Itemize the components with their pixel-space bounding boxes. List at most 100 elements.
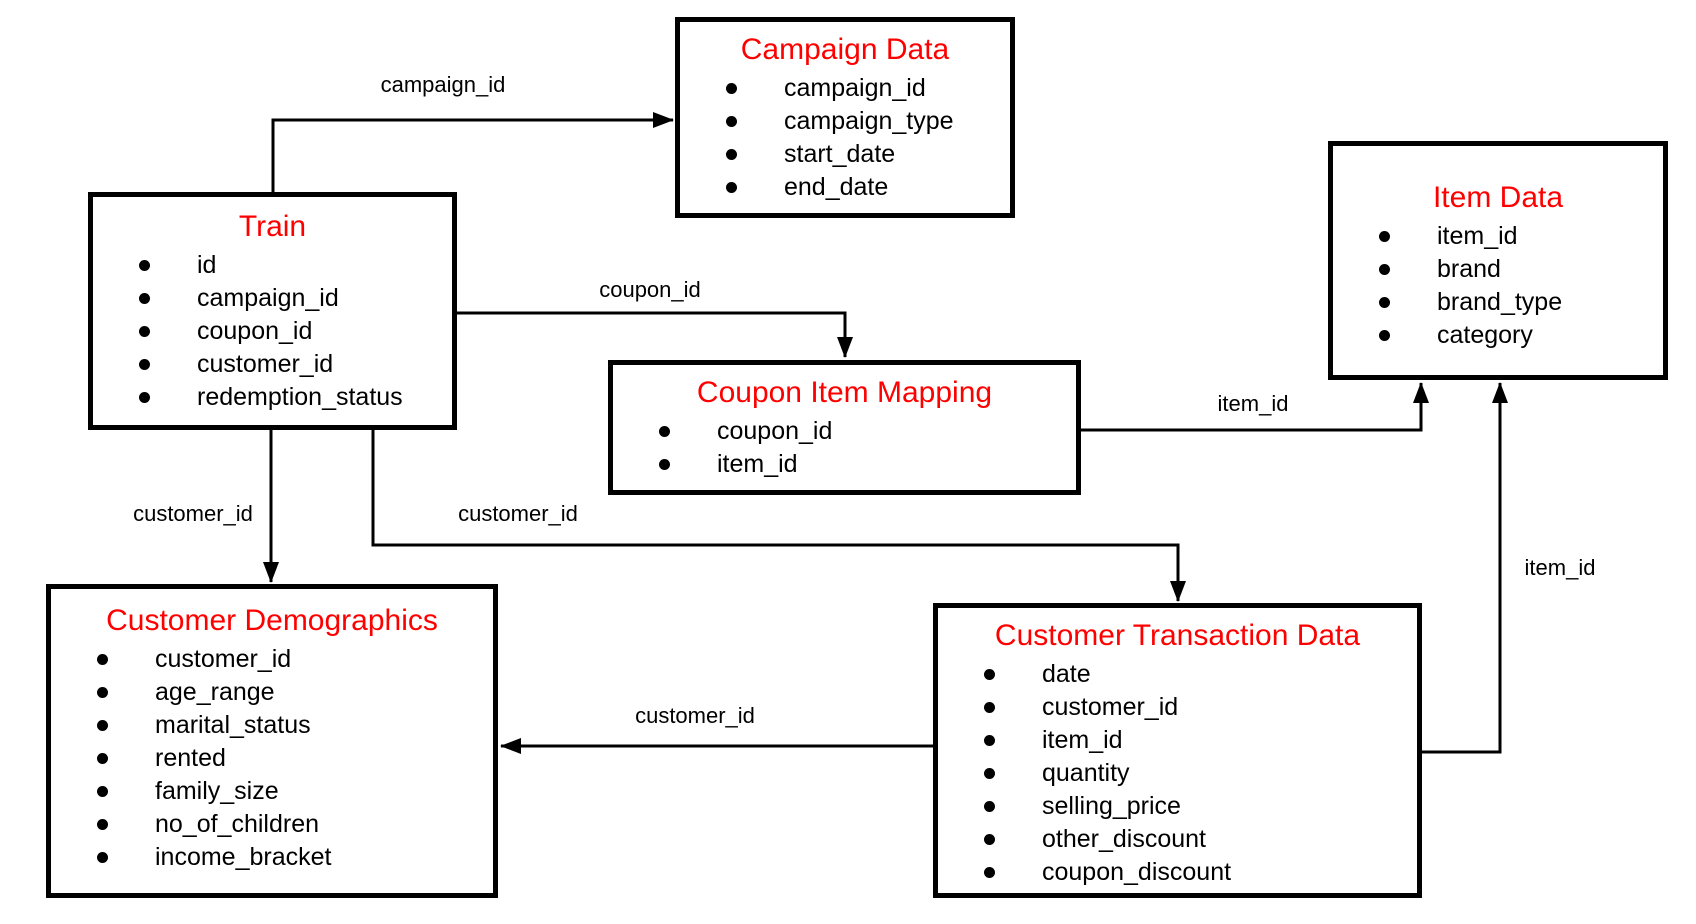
field-item: rented: [51, 742, 493, 775]
field-list-customer-demographics: customer_id age_range marital_status ren…: [51, 643, 493, 874]
connector-customer-transaction-item-data: [1422, 382, 1508, 754]
table-customer-transaction-data: Customer Transaction Data date customer_…: [933, 603, 1422, 898]
field-name: income_bracket: [155, 843, 332, 871]
field-item: selling_price: [938, 790, 1417, 823]
field-item: family_size: [51, 775, 493, 808]
edge-label-customer-id-transaction: customer_id: [458, 501, 578, 526]
field-list-customer-transaction-data: date customer_id item_id quantity: [938, 658, 1417, 889]
bullet-icon: [97, 852, 108, 863]
field-item: end_date: [680, 171, 1010, 204]
edge-label-item-id-mapping: item_id: [1217, 391, 1289, 416]
field-name: coupon_id: [717, 417, 833, 445]
table-title-customer-demographics: Customer Demographics: [106, 604, 438, 637]
field-name: rented: [155, 744, 226, 772]
field-name: end_date: [784, 173, 889, 201]
field-name: redemption_status: [197, 383, 403, 411]
field-name: customer_id: [1042, 693, 1179, 721]
field-name: start_date: [784, 140, 896, 168]
edge-label-campaign-id: campaign_id: [380, 72, 506, 97]
field-name: other_discount: [1042, 825, 1207, 853]
field-item: age_range: [51, 676, 493, 709]
field-name: coupon_id: [197, 317, 313, 345]
table-campaign-data: Campaign Data campaign_id campaign_type …: [675, 17, 1015, 218]
bullet-icon: [984, 867, 995, 878]
field-name: coupon_discount: [1042, 858, 1232, 886]
field-name: customer_id: [197, 350, 334, 378]
bullet-icon: [726, 182, 737, 193]
field-item: category: [1333, 319, 1663, 352]
field-name: category: [1437, 321, 1533, 349]
connector-train-coupon-item-mapping: [457, 311, 853, 358]
field-name: id: [197, 251, 217, 279]
field-item: no_of_children: [51, 808, 493, 841]
field-name: campaign_id: [784, 74, 926, 102]
connector-train-campaign-data: [271, 112, 674, 192]
field-item: campaign_id: [680, 72, 1010, 105]
table-title-train: Train: [238, 210, 307, 243]
field-item: quantity: [938, 757, 1417, 790]
table-customer-demographics: Customer Demographics customer_id age_ra…: [46, 584, 498, 898]
bullet-icon: [97, 786, 108, 797]
bullet-icon: [97, 720, 108, 731]
field-item: customer_id: [93, 348, 452, 381]
connector-train-customer-transaction-data: [371, 430, 1186, 602]
bullet-icon: [726, 116, 737, 127]
field-item: id: [93, 249, 452, 282]
field-name: brand: [1437, 255, 1501, 283]
table-title-customer-transaction-data: Customer Transaction Data: [994, 619, 1361, 652]
field-name: customer_id: [155, 645, 292, 673]
bullet-icon: [984, 669, 995, 680]
field-item: brand_type: [1333, 286, 1663, 319]
field-name: no_of_children: [155, 810, 320, 838]
field-item: item_id: [1333, 220, 1663, 253]
bullet-icon: [139, 293, 150, 304]
connector-coupon-item-mapping-item-data: [1081, 382, 1429, 432]
bullet-icon: [726, 149, 737, 160]
field-item: customer_id: [51, 643, 493, 676]
field-name: marital_status: [155, 711, 311, 739]
table-coupon-item-mapping: Coupon Item Mapping coupon_id item_id: [608, 360, 1081, 495]
bullet-icon: [984, 801, 995, 812]
bullet-icon: [97, 819, 108, 830]
table-item-data: Item Data item_id brand brand_type: [1328, 141, 1668, 380]
bullet-icon: [97, 687, 108, 698]
bullet-icon: [139, 326, 150, 337]
field-name: campaign_type: [784, 107, 954, 135]
field-item: income_bracket: [51, 841, 493, 874]
field-list-train: id campaign_id coupon_id customer_id: [93, 249, 452, 414]
bullet-icon: [659, 426, 670, 437]
field-item: redemption_status: [93, 381, 452, 414]
edge-label-item-id-transaction: item_id: [1524, 555, 1596, 580]
field-name: brand_type: [1437, 288, 1563, 316]
bullet-icon: [984, 702, 995, 713]
table-title-item-data: Item Data: [1432, 181, 1564, 214]
bullet-icon: [1379, 330, 1390, 341]
field-name: item_id: [717, 450, 798, 478]
bullet-icon: [139, 392, 150, 403]
field-item: coupon_id: [93, 315, 452, 348]
field-item: item_id: [938, 724, 1417, 757]
field-list-campaign-data: campaign_id campaign_type start_date end…: [680, 72, 1010, 204]
field-item: item_id: [613, 448, 1076, 481]
bullet-icon: [1379, 297, 1390, 308]
bullet-icon: [659, 459, 670, 470]
bullet-icon: [1379, 231, 1390, 242]
table-title-coupon-item-mapping: Coupon Item Mapping: [696, 376, 993, 409]
field-name: date: [1042, 660, 1091, 688]
field-item: coupon_id: [613, 415, 1076, 448]
bullet-icon: [984, 768, 995, 779]
field-name: age_range: [155, 678, 275, 706]
bullet-icon: [726, 83, 737, 94]
bullet-icon: [97, 753, 108, 764]
bullet-icon: [97, 654, 108, 665]
table-train: Train id campaign_id coupon_id: [88, 192, 457, 430]
bullet-icon: [984, 834, 995, 845]
field-list-item-data: item_id brand brand_type category: [1333, 220, 1663, 352]
field-item: campaign_type: [680, 105, 1010, 138]
field-name: family_size: [155, 777, 279, 805]
bullet-icon: [139, 260, 150, 271]
bullet-icon: [984, 735, 995, 746]
field-item: coupon_discount: [938, 856, 1417, 889]
edge-label-coupon-id: coupon_id: [599, 277, 701, 302]
